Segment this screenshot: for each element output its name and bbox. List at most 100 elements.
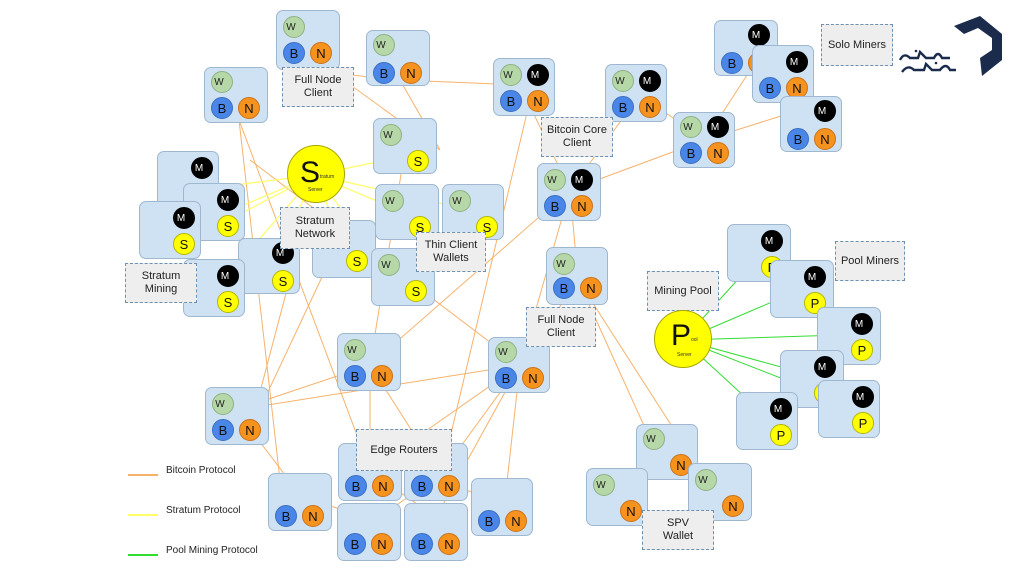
wallet-node-icon: W — [593, 474, 615, 496]
node-letter: M — [789, 57, 799, 68]
node-letter: W — [215, 399, 225, 410]
blockchain-node-icon: B — [478, 510, 500, 532]
node-letter: N — [645, 100, 655, 115]
label-stratum-network: Stratum Network — [280, 207, 350, 249]
node-letter: B — [618, 100, 628, 115]
wallet-node-icon: W — [643, 428, 665, 450]
network-node-icon: N — [372, 475, 394, 497]
node-letter: M — [764, 236, 774, 247]
network-node-icon: N — [722, 495, 744, 517]
node-letter: W — [385, 196, 395, 207]
wallet-node-icon: W — [680, 116, 702, 138]
node-letter: W — [498, 347, 508, 358]
node-letter: B — [289, 46, 299, 61]
blockchain-node-icon: B — [211, 97, 233, 119]
node-letter: W — [452, 196, 462, 207]
legend-swatch-stratum — [128, 514, 158, 516]
node-letter: S — [352, 254, 362, 269]
node-letter: M — [855, 392, 865, 403]
node-letter: N — [444, 479, 454, 494]
label-spv-wallet: SPV Wallet — [642, 510, 714, 550]
node-letter: N — [586, 281, 596, 296]
label-full-node-client-mid: Full Node Client — [526, 307, 596, 347]
node-letter: N — [676, 458, 686, 473]
stratum-server: S tratum Server — [287, 145, 345, 203]
stratum-node-icon: S — [272, 270, 294, 292]
node-letter: N — [406, 66, 416, 81]
blockchain-node-icon: B — [553, 277, 575, 299]
node-letter: W — [698, 475, 708, 486]
miner-node-icon: M — [217, 265, 239, 287]
blockchain-node-icon: B — [495, 367, 517, 389]
label-full-node-client-top: Full Node Client — [282, 67, 354, 107]
blockchain-node-icon: B — [283, 42, 305, 64]
blockchain-node-icon: B — [411, 475, 433, 497]
pool-node-icon: P — [851, 339, 873, 361]
network-node-icon: N — [639, 96, 661, 118]
connection-line — [238, 119, 371, 471]
node-letter: P — [810, 296, 820, 311]
network-node-icon: N — [239, 419, 261, 441]
node-letter: N — [533, 94, 543, 109]
node-letter: B — [559, 281, 569, 296]
stratum-server-letter: S — [300, 156, 321, 189]
label-stratum-mining: Stratum Mining — [125, 263, 197, 303]
miner-node-icon: M — [852, 386, 874, 408]
network-node-icon: N — [527, 90, 549, 112]
legend-swatch-pool — [128, 554, 158, 556]
wallet-node-icon: W — [695, 469, 717, 491]
node-letter: W — [376, 40, 386, 51]
blockchain-node-icon: B — [373, 62, 395, 84]
label-bitcoin-core-client: Bitcoin Core Client — [541, 117, 613, 157]
node-letter: S — [415, 220, 425, 235]
node-letter: M — [176, 213, 186, 224]
wallet-node-icon: W — [612, 70, 634, 92]
node-letter: N — [511, 514, 521, 529]
node-letter: N — [377, 369, 387, 384]
node-letter: N — [626, 504, 636, 519]
network-node-icon: N — [438, 475, 460, 497]
node-letter: M — [817, 106, 827, 117]
label-mining-pool: Mining Pool — [647, 271, 719, 311]
wallet-node-icon: W — [544, 169, 566, 191]
wallet-node-icon: W — [449, 190, 471, 212]
node-letter: M — [773, 404, 783, 415]
network-node-icon: N — [238, 97, 260, 119]
network-node-icon: N — [371, 365, 393, 387]
node-letter: N — [728, 499, 738, 514]
label-pool-miners: Pool Miners — [835, 241, 905, 281]
node-letter: N — [792, 81, 802, 96]
network-node-icon: N — [571, 195, 593, 217]
blockchain-node-icon: B — [212, 419, 234, 441]
network-node-icon: N — [310, 42, 332, 64]
node-letter: N — [308, 509, 318, 524]
node-letter: B — [417, 479, 427, 494]
stratum-node-icon: S — [217, 215, 239, 237]
blockchain-node-icon: B — [721, 52, 743, 74]
miner-node-icon: M — [761, 230, 783, 252]
node-letter: W — [383, 130, 393, 141]
wallet-node-icon: W — [344, 339, 366, 361]
stratum-node-icon: S — [405, 280, 427, 302]
node-letter: N — [713, 146, 723, 161]
network-node-icon: N — [580, 277, 602, 299]
miner-node-icon: M — [814, 100, 836, 122]
node-letter: B — [727, 56, 737, 71]
network-node-icon: N — [371, 533, 393, 555]
pool-server: P ool Server — [654, 310, 712, 368]
node-letter: N — [577, 199, 587, 214]
node-letter: M — [574, 175, 584, 186]
connection-line — [238, 119, 281, 481]
node-letter: B — [217, 101, 227, 116]
